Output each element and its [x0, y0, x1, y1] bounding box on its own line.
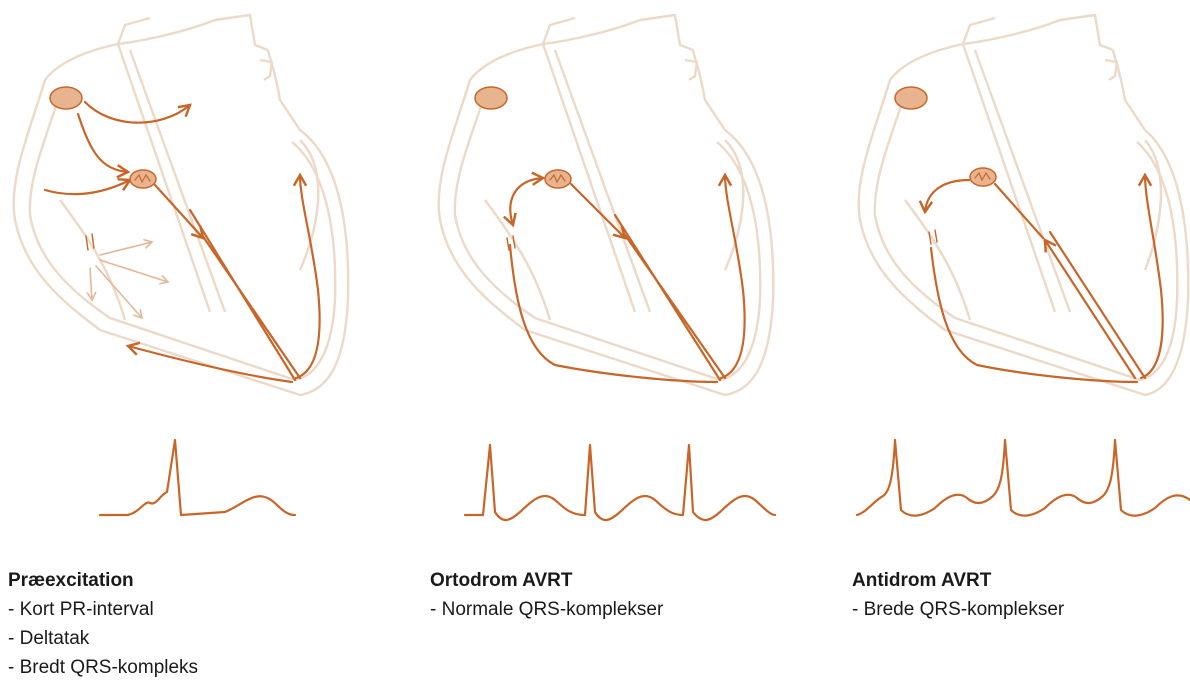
- his-bundle: [571, 184, 625, 238]
- left-bundle: [721, 175, 745, 378]
- caption-item: Kort PR-interval: [8, 595, 198, 624]
- heart-outline: [439, 15, 774, 395]
- reentry-loop-up: [510, 178, 543, 225]
- heart-diagram-orthodromic: [425, 0, 825, 540]
- caption-preexcitation: Præexcitation Kort PR-interval Deltatak …: [8, 566, 198, 682]
- caption-title: Ortodrom AVRT: [430, 566, 663, 595]
- retrograde-arrow: [925, 180, 969, 212]
- accessory-descent: [931, 248, 1137, 382]
- caption-item: Brede QRS-komplekser: [852, 595, 1064, 624]
- sa-node: [895, 87, 927, 109]
- caption-list: Kort PR-interval Deltatak Bredt QRS-komp…: [8, 595, 198, 682]
- heart-diagram-preexcitation: [0, 0, 400, 540]
- his-to-av: [995, 184, 1043, 238]
- heart-outline: [859, 15, 1189, 395]
- av-node: [970, 168, 996, 186]
- left-bundle: [296, 175, 320, 378]
- caption-antidromic: Antidrom AVRT Brede QRS-komplekser: [852, 566, 1064, 624]
- heart-diagram-antidromic: [845, 0, 1190, 540]
- atrial-arrow-1: [85, 102, 190, 123]
- septal-ascent-2: [1050, 232, 1145, 378]
- caption-title: Præexcitation: [8, 566, 198, 595]
- septal-branch-2: [625, 235, 725, 378]
- accessory-pathway-arrows: [86, 234, 168, 318]
- av-node: [130, 170, 156, 188]
- panel-preexcitation: Præexcitation Kort PR-interval Deltatak …: [0, 0, 400, 690]
- caption-item: Deltatak: [8, 624, 198, 653]
- septal-ascent: [1045, 240, 1135, 378]
- ecg-trace: [465, 445, 775, 520]
- ecg-trace: [100, 440, 295, 515]
- atrial-arrow-2: [78, 114, 128, 172]
- av-node: [545, 170, 571, 188]
- reentry-loop-down: [510, 245, 717, 382]
- caption-item: Normale QRS-komplekser: [430, 595, 663, 624]
- panel-orthodromic-avrt: Ortodrom AVRT Normale QRS-komplekser: [425, 0, 825, 690]
- caption-list: Normale QRS-komplekser: [430, 595, 663, 624]
- conduction-pathways: [475, 87, 745, 382]
- sa-node: [475, 87, 507, 109]
- his-bundle: [155, 185, 203, 238]
- ecg-trace: [857, 440, 1190, 516]
- caption-list: Brede QRS-komplekser: [852, 595, 1064, 624]
- caption-item: Bredt QRS-kompleks: [8, 653, 198, 682]
- heart-outline: [14, 15, 349, 395]
- caption-title: Antidrom AVRT: [852, 566, 1064, 595]
- atrial-arrow-3: [45, 180, 130, 194]
- sa-node: [50, 87, 82, 109]
- caption-orthodromic: Ortodrom AVRT Normale QRS-komplekser: [430, 566, 663, 624]
- panel-antidromic-avrt: Antidrom AVRT Brede QRS-komplekser: [845, 0, 1190, 690]
- septal-branch-2: [202, 235, 300, 378]
